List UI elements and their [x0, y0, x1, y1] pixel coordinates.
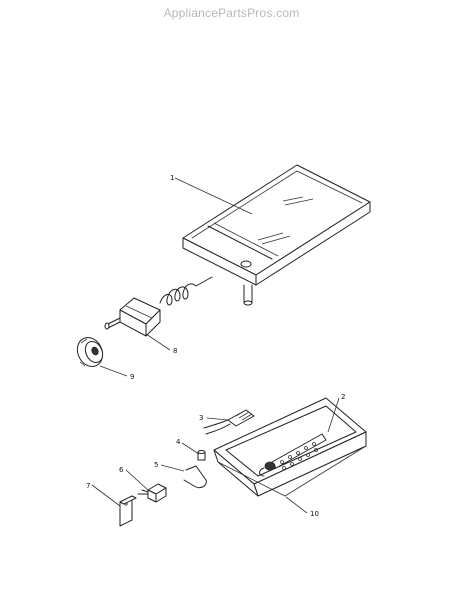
- callout-labels: 1 2 3 4 5 6 7 8 9 10: [86, 174, 345, 518]
- valve-assembly: [104, 276, 213, 337]
- callout-7: 7: [86, 482, 90, 490]
- switch: [137, 483, 167, 503]
- griddle-plate: [182, 164, 371, 306]
- callout-6: 6: [119, 466, 124, 474]
- bracket: [119, 495, 137, 527]
- callout-10: 10: [310, 510, 319, 518]
- callout-4: 4: [176, 438, 181, 446]
- burner-box: [213, 397, 367, 497]
- callout-5: 5: [154, 461, 158, 469]
- callout-3: 3: [199, 414, 203, 422]
- callout-1: 1: [170, 174, 174, 182]
- leader-lines: [91, 177, 340, 514]
- igniter: [203, 409, 255, 435]
- control-knob: [76, 336, 104, 368]
- callout-2: 2: [341, 393, 345, 401]
- clip: [183, 465, 207, 489]
- callout-8: 8: [173, 347, 177, 355]
- orifice: [197, 450, 206, 461]
- burner-ports: [280, 442, 318, 470]
- callout-9: 9: [130, 373, 134, 381]
- watermark-text: AppliancePartsPros.com: [163, 6, 300, 20]
